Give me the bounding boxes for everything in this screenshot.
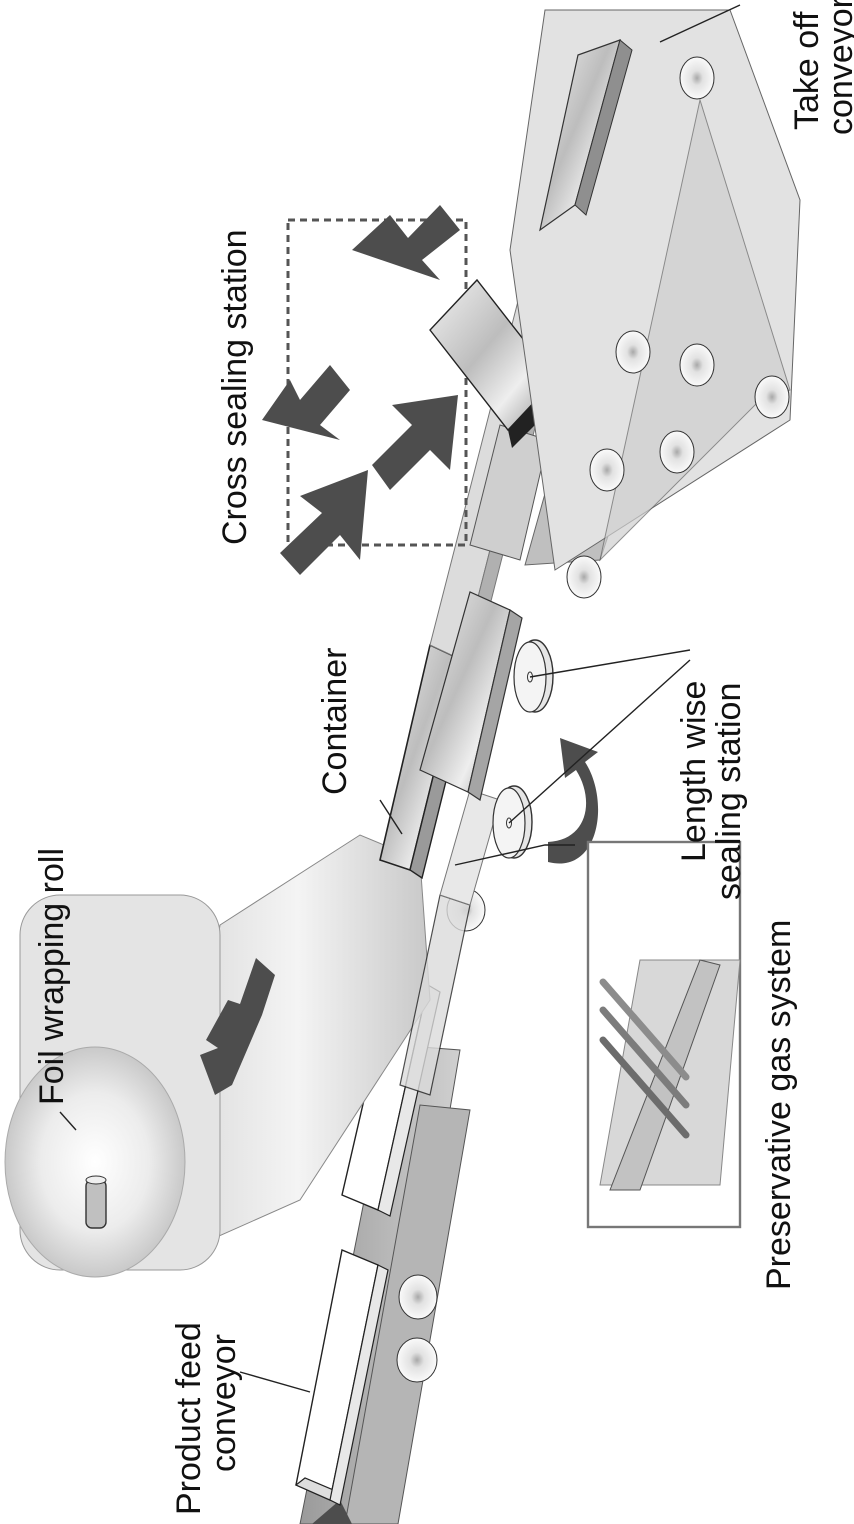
- motion-arrow-top: [352, 205, 460, 280]
- motion-arrow-up-left: [280, 470, 368, 575]
- sealing-disc-2: [492, 785, 533, 859]
- take-off-roller-1: [566, 555, 602, 599]
- gas-nozzle-3-icon: [599, 978, 690, 1081]
- take-off-roller-6: [754, 375, 790, 419]
- rotation-arrow-icon: [548, 738, 599, 864]
- leader-take-off: [659, 4, 741, 43]
- leader-product-feed: [239, 1371, 311, 1393]
- motion-arrow-down: [262, 365, 350, 440]
- gas-nozzle-2-icon: [599, 1006, 690, 1109]
- feed-roller-1: [396, 1337, 438, 1383]
- leader-length-wise-2: [508, 659, 691, 824]
- take-off-roller-5: [679, 343, 715, 387]
- label-cross-sealing-station: Cross sealing station: [216, 229, 254, 545]
- motion-arrow-up-right: [372, 395, 458, 490]
- take-off-roller-4: [615, 330, 651, 374]
- take-off-roller-3: [659, 430, 695, 474]
- leader-lines: [59, 4, 741, 1393]
- packaged-box-mid: [419, 591, 523, 801]
- label-container: Container: [316, 648, 354, 795]
- preservative-gas-system-inset: [586, 840, 742, 1229]
- take-off-conveyor: [509, 9, 801, 599]
- take-off-roller-2: [589, 448, 625, 492]
- foil-feed-arrow: [200, 958, 275, 1095]
- foil-wrapping-roll: [4, 834, 431, 1278]
- leader-gas-system: [454, 844, 575, 866]
- label-take-off-line2: conveyor: [822, 0, 854, 135]
- leader-foil-roll: [59, 1111, 77, 1131]
- foil-roll-face: [4, 1046, 186, 1278]
- label-take-off-line1: Take off: [788, 11, 826, 130]
- label-product-feed-line2: conveyor: [205, 1334, 243, 1472]
- take-off-box: [539, 39, 633, 232]
- label-preservative-gas-system: Preservative gas system: [760, 920, 798, 1290]
- label-product-feed-line1: Product feed: [170, 1322, 208, 1515]
- label-length-wise-line2: sealing station: [710, 683, 748, 900]
- roll-shaft-icon: [85, 1175, 107, 1229]
- gas-nozzle-1-icon: [599, 1036, 690, 1139]
- label-foil-wrapping-roll: Foil wrapping roll: [33, 848, 71, 1105]
- product-box-1: [294, 1249, 389, 1506]
- feed-roller-2: [398, 1274, 438, 1320]
- motion-path-dashed: [286, 218, 468, 547]
- take-off-roller-7: [679, 56, 715, 100]
- incoming-arrow: [312, 1500, 352, 1524]
- leader-length-wise-1: [529, 649, 691, 678]
- leader-container: [379, 799, 403, 835]
- label-length-wise-line1: Length wise: [675, 681, 713, 862]
